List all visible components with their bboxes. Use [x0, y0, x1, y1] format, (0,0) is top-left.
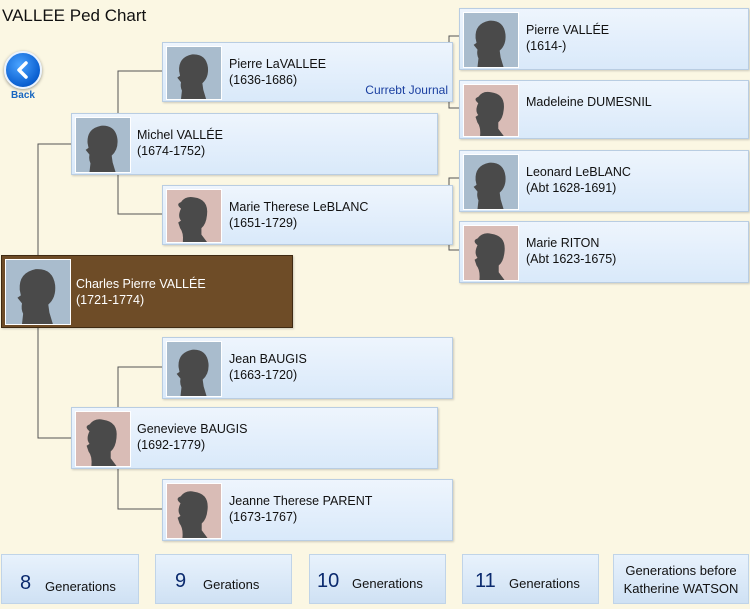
person-card-ggm1[interactable]: Madeleine DUMESNIL — [459, 80, 749, 139]
male-silhouette-icon — [463, 154, 519, 210]
person-dates: (1674-1752) — [137, 144, 206, 158]
male-silhouette-icon — [166, 46, 222, 100]
person-card-mother[interactable]: Genevieve BAUGIS (1692-1779) — [71, 407, 438, 469]
back-label: Back — [11, 90, 35, 101]
generations-10-button[interactable]: 10 Generations — [309, 554, 446, 604]
person-dates: (1692-1779) — [137, 438, 206, 452]
person-dates: (1651-1729) — [229, 216, 298, 230]
person-name: Jean BAUGIS — [229, 352, 307, 366]
person-name: Marie RITON — [526, 236, 600, 250]
male-silhouette-icon — [463, 12, 519, 68]
person-name: Genevieve BAUGIS — [137, 422, 248, 436]
person-card-ggf1[interactable]: Pierre VALLÉE (1614-) — [459, 8, 749, 70]
person-dates: (Abt 1628-1691) — [526, 181, 617, 195]
male-silhouette-icon — [166, 341, 222, 397]
person-dates: (1636-1686) — [229, 73, 298, 87]
person-card-ggf2[interactable]: Leonard LeBLANC (Abt 1628-1691) — [459, 150, 749, 212]
person-dates: (1663-1720) — [229, 368, 298, 382]
generation-count: 9 — [175, 570, 187, 592]
person-name: Michel VALLÉE — [137, 128, 223, 142]
person-dates: (1614-) — [526, 39, 567, 53]
female-silhouette-icon — [166, 483, 222, 539]
generation-label: Gerations — [203, 577, 260, 592]
current-journal-link[interactable]: Currebt Journal — [365, 83, 448, 97]
person-name: Marie Therese LeBLANC — [229, 200, 369, 214]
generations-before-button[interactable]: Generations before Katherine WATSON — [613, 554, 749, 604]
generation-label: Generations — [509, 576, 580, 591]
generations-before-label: Generations before — [625, 563, 737, 578]
generations-before-person: Katherine WATSON — [623, 581, 739, 596]
female-silhouette-icon — [463, 225, 519, 281]
generations-11-button[interactable]: 11 Generations — [462, 554, 599, 604]
person-card-father[interactable]: Michel VALLÉE (1674-1752) — [71, 113, 438, 175]
person-name: Madeleine DUMESNIL — [526, 95, 652, 109]
generation-count: 11 — [475, 570, 496, 592]
generation-label: Generations — [45, 579, 116, 594]
person-card-mgf[interactable]: Jean BAUGIS (1663-1720) — [162, 337, 453, 399]
page-title: VALLEE Ped Chart — [2, 6, 147, 25]
generations-8-button[interactable]: 8 Generations — [1, 554, 139, 604]
person-name: Jeanne Therese PARENT — [229, 494, 373, 508]
generation-count: 10 — [317, 570, 340, 592]
person-name: Pierre VALLÉE — [526, 23, 610, 37]
person-name: Charles Pierre VALLÉE — [76, 277, 206, 291]
generation-count: 8 — [20, 572, 32, 594]
person-card-root[interactable]: Charles Pierre VALLÉE (1721-1774) — [1, 255, 293, 328]
person-card-pgf[interactable]: Pierre LaVALLEE (1636-1686) Currebt Jour… — [162, 42, 453, 102]
person-dates: (1721-1774) — [76, 293, 145, 307]
male-silhouette-icon — [5, 259, 71, 325]
back-button[interactable]: Back — [3, 51, 43, 101]
generations-9-button[interactable]: 9 Gerations — [155, 554, 292, 604]
male-silhouette-icon — [75, 117, 131, 173]
female-silhouette-icon — [75, 411, 131, 467]
female-silhouette-icon — [166, 189, 222, 243]
person-dates: (1673-1767) — [229, 510, 298, 524]
person-card-ggm2[interactable]: Marie RITON (Abt 1623-1675) — [459, 221, 749, 283]
person-card-mgm[interactable]: Jeanne Therese PARENT (1673-1767) — [162, 479, 453, 541]
person-name: Pierre LaVALLEE — [229, 57, 327, 71]
person-card-pgm[interactable]: Marie Therese LeBLANC (1651-1729) — [162, 185, 453, 245]
female-silhouette-icon — [463, 84, 519, 137]
back-arrow-icon — [4, 51, 42, 89]
person-dates: (Abt 1623-1675) — [526, 252, 617, 266]
generation-label: Generations — [352, 576, 423, 591]
person-name: Leonard LeBLANC — [526, 165, 631, 179]
